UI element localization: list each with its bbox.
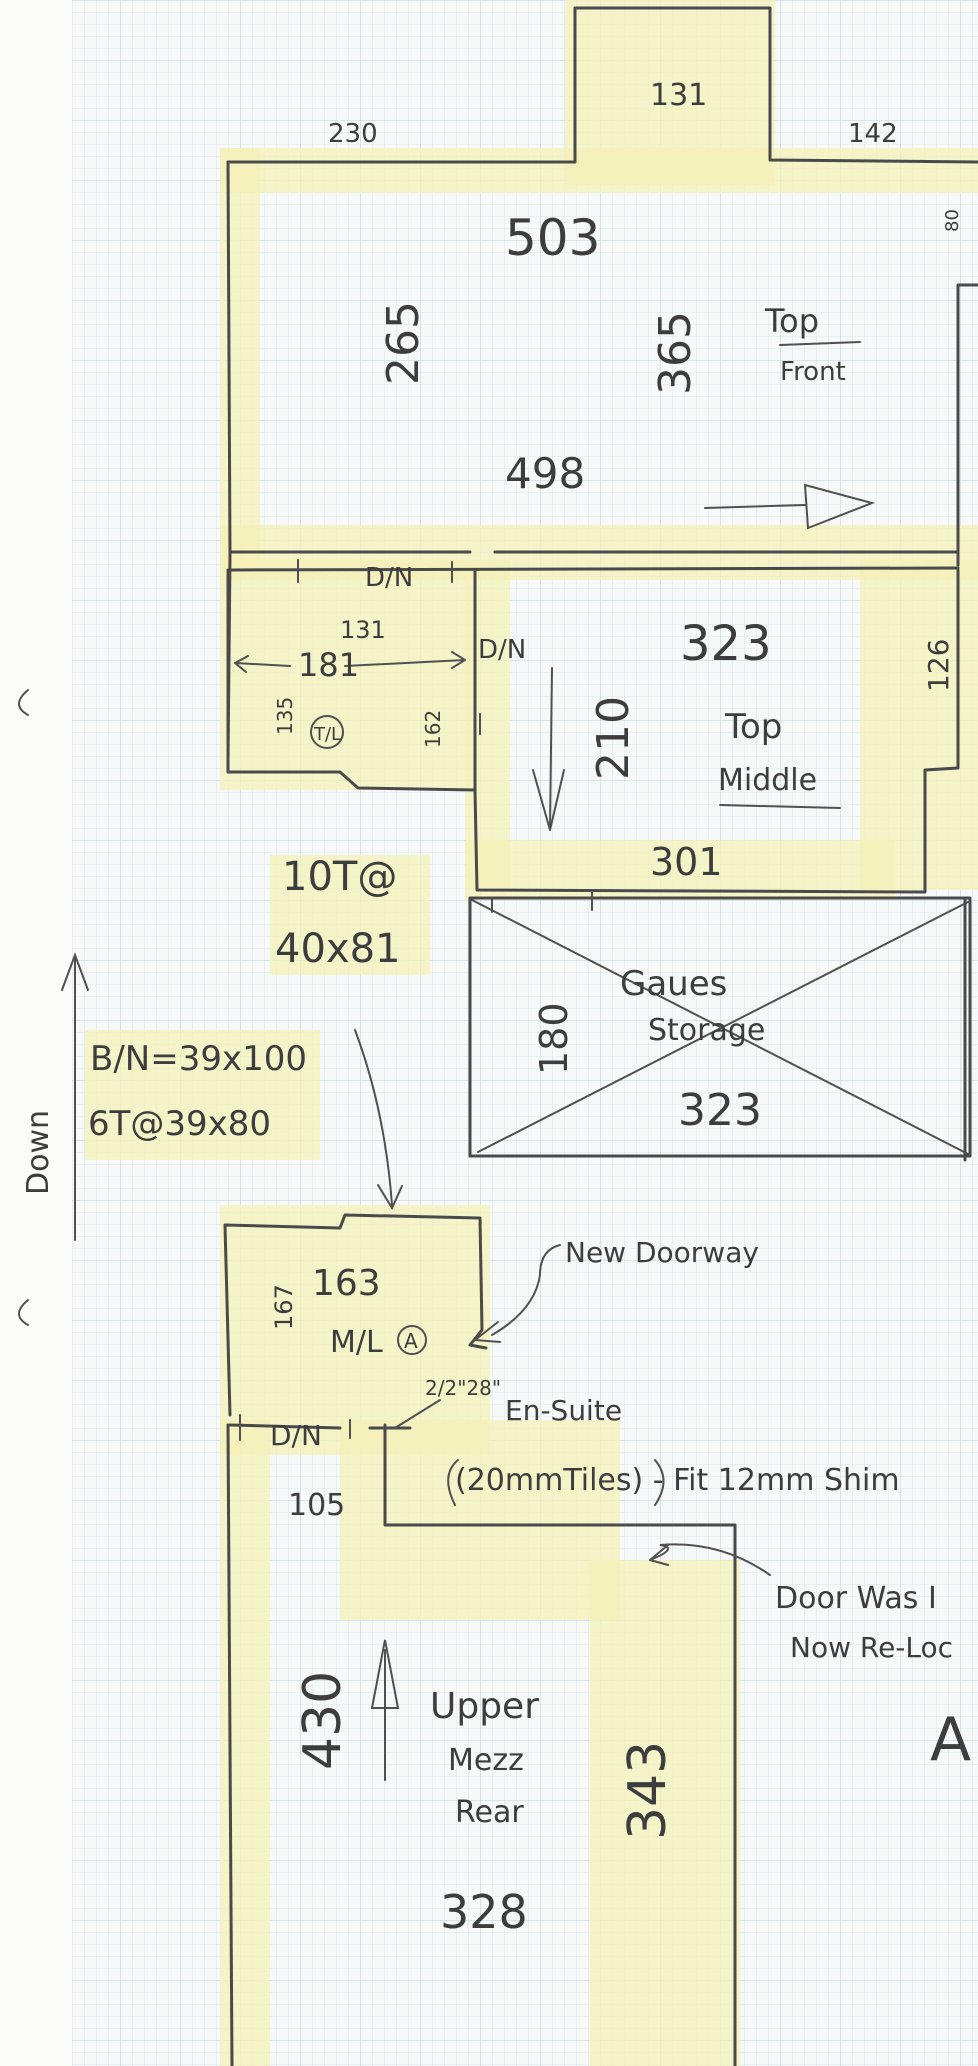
top-front-bottom-wall-2 — [228, 566, 960, 572]
mezz-label-1: Upper — [430, 1686, 539, 1727]
ensuite-label-1: En-Suite — [505, 1394, 622, 1427]
binder-hole-bottom — [18, 1299, 29, 1326]
new-doorway-label: New Doorway — [565, 1236, 759, 1269]
top-middle-label-2: Middle — [718, 763, 817, 798]
mezz-label-3: Rear — [455, 1795, 524, 1830]
storage-label-1: Gaues — [620, 964, 727, 1004]
ml-bottom-wall — [228, 1423, 412, 1430]
top-middle-walls — [473, 568, 960, 894]
ten-t-size: 40x81 — [275, 926, 400, 972]
dim-131-top: 131 — [650, 78, 707, 113]
mezz-label-2: Mezz — [448, 1743, 524, 1778]
dim-181: 181 — [298, 646, 359, 684]
ml-circle-letter: A — [404, 1329, 418, 1353]
mezz-walls — [226, 1423, 737, 2066]
ml-room-walls — [223, 1213, 488, 1417]
storage-cross-2 — [477, 901, 969, 1153]
dim-301: 301 — [650, 840, 723, 884]
door-ticks — [239, 559, 593, 1441]
arrow-down-top-middle — [532, 667, 565, 831]
storage-room — [468, 896, 972, 1158]
top-middle-underline — [719, 804, 841, 809]
dim-135: 135 — [273, 697, 297, 735]
dim-105: 105 — [288, 1488, 345, 1523]
arrow-down-margin — [61, 952, 89, 1241]
arrow-up-mezz — [370, 1639, 400, 1781]
toilet-room-walls — [226, 568, 477, 792]
dim-343: 343 — [618, 1741, 678, 1840]
top-middle-label-1: Top — [724, 707, 782, 747]
dim-498: 498 — [505, 449, 585, 498]
bn-label: B/N=39x100 — [90, 1039, 307, 1079]
top-front-walls — [226, 6, 978, 164]
ensuite-label-2: (20mmTiles) - Fit 12mm Shim — [455, 1463, 900, 1498]
door-note-2: Now Re-Loc — [790, 1631, 953, 1664]
arrow-right-top-front — [704, 483, 876, 530]
top-front-label-2: Front — [780, 357, 846, 387]
dim-131-small: 131 — [340, 616, 386, 644]
top-front-label-1: Top — [764, 302, 819, 340]
dim-142: 142 — [848, 119, 898, 149]
dim-323-storage: 323 — [678, 1085, 762, 1136]
tl-label: T/L — [313, 724, 341, 745]
dn-label-1: D/N — [365, 563, 413, 593]
ml-label: M/L — [330, 1325, 383, 1360]
dim-230: 230 — [328, 119, 378, 149]
highlighter-marks — [85, 0, 978, 2066]
dim-180: 180 — [532, 1002, 576, 1075]
dn-label-3: D/N — [270, 1419, 322, 1452]
door-size-label: 2/2"28" — [425, 1376, 501, 1400]
door-note-1: Door Was I — [775, 1581, 937, 1616]
dim-126: 126 — [922, 639, 955, 692]
dimension-line-181 — [234, 651, 466, 673]
partial-letter-a: A — [930, 1705, 971, 1775]
arrow-down-to-ml — [354, 1029, 403, 1211]
dim-430: 430 — [293, 1671, 353, 1770]
six-t-label: 6T@39x80 — [88, 1104, 271, 1144]
dim-163: 163 — [312, 1263, 381, 1304]
storage-cross-1 — [471, 899, 969, 1155]
dim-80: 80 — [942, 209, 963, 232]
dim-167: 167 — [270, 1284, 298, 1330]
dim-162: 162 — [421, 710, 445, 748]
arrow-new-doorway — [474, 1244, 561, 1343]
dim-323-middle: 323 — [680, 616, 772, 672]
down-label: Down — [21, 1110, 56, 1195]
paper-margin — [0, 0, 72, 2066]
ml-circle — [397, 1325, 427, 1355]
arrow-door-relocated — [649, 1543, 771, 1576]
dim-365: 365 — [650, 311, 701, 395]
ensuite-bracket — [447, 1459, 665, 1506]
tl-circle — [310, 715, 344, 749]
dim-265: 265 — [378, 301, 429, 385]
top-front-underline — [779, 341, 861, 346]
dim-328: 328 — [440, 1885, 528, 1939]
ten-t-label: 10T@ — [282, 854, 397, 900]
dim-503: 503 — [505, 209, 600, 267]
door-swing — [394, 1399, 441, 1429]
dim-210: 210 — [588, 696, 639, 780]
binder-hole-top — [18, 689, 29, 716]
storage-label-2: Storage — [648, 1013, 765, 1048]
top-front-right-wall — [956, 283, 978, 567]
dn-label-2: D/N — [478, 635, 526, 665]
